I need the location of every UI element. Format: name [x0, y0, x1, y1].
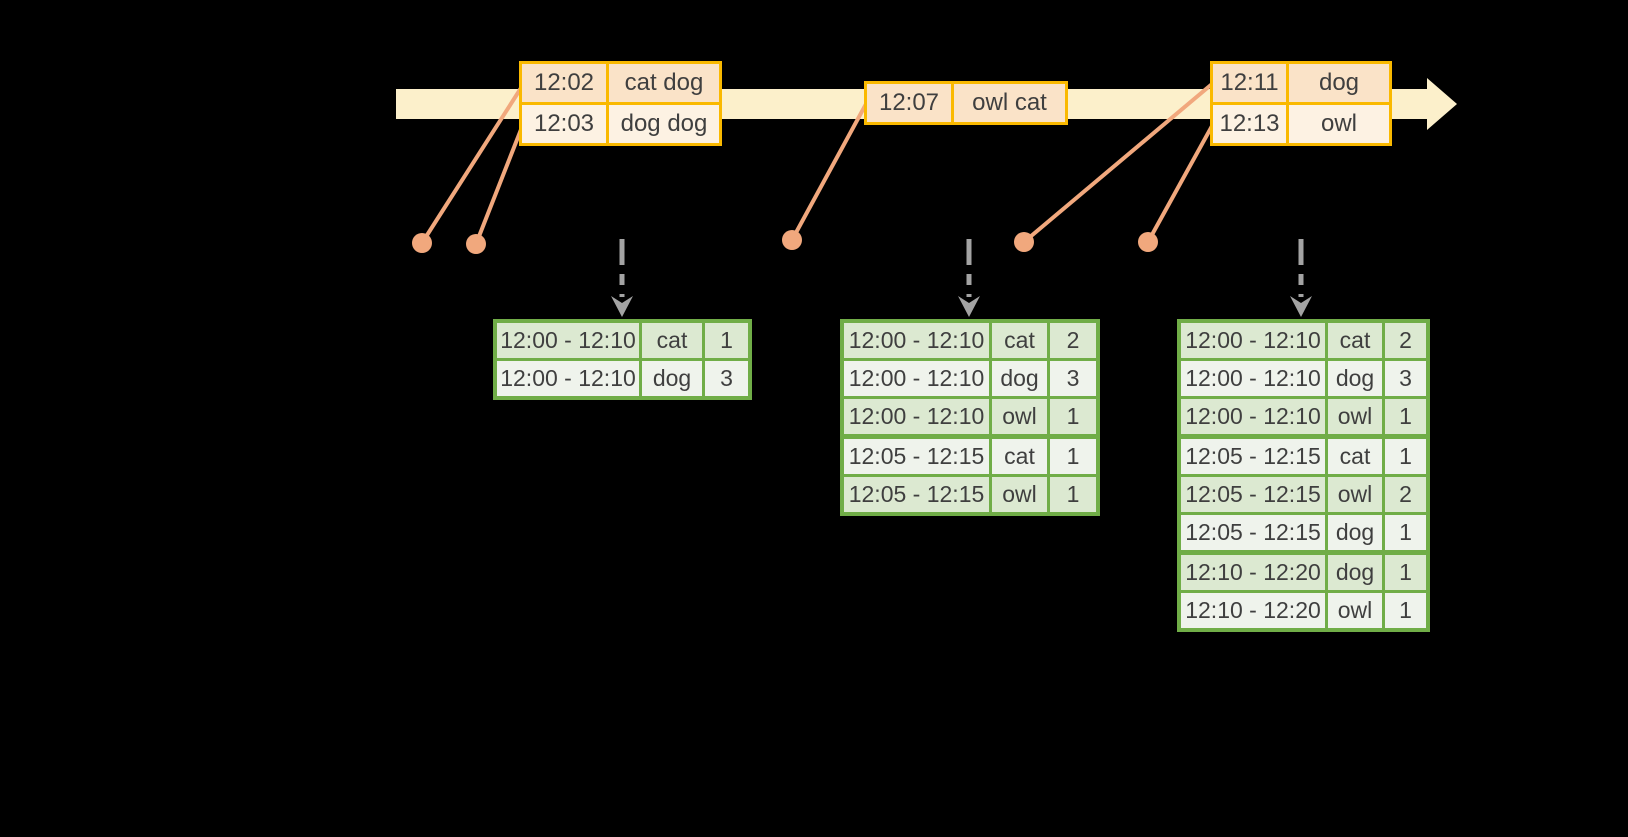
event-table-1: 12:02 cat dog 12:03 dog dog — [519, 61, 722, 146]
time-cell: 12:11 — [1220, 69, 1279, 96]
word-cell: cat — [989, 323, 1047, 358]
word-cell: cat — [639, 323, 702, 358]
window-cell: 12:00 - 12:10 — [500, 365, 636, 391]
word-cell: dog — [989, 361, 1047, 396]
event-connector-line — [420, 86, 523, 245]
words-cell: owl — [1286, 105, 1389, 143]
count-cell: 1 — [1382, 399, 1426, 434]
timeline-arrowhead-icon — [1427, 78, 1457, 130]
word-cell: owl — [1325, 593, 1382, 628]
word-cell: dog — [1325, 515, 1382, 550]
word-cell: owl — [989, 399, 1047, 434]
word-cell: dog — [1325, 555, 1382, 590]
count-cell: 1 — [1382, 515, 1426, 550]
window-cell: 12:05 - 12:15 — [1185, 481, 1321, 507]
down-arrowhead-icon — [958, 296, 980, 317]
event-dot — [1014, 232, 1034, 252]
time-cell: 12:02 — [533, 69, 595, 96]
time-cell: 12:07 — [878, 89, 940, 116]
window-cell: 12:05 - 12:15 — [1185, 443, 1321, 469]
count-cell: 1 — [1382, 593, 1426, 628]
count-cell: 1 — [1047, 477, 1096, 512]
word-cell: owl — [1325, 399, 1382, 434]
count-cell: 2 — [1382, 323, 1426, 358]
window-cell: 12:10 - 12:20 — [1185, 559, 1321, 585]
window-cell: 12:00 - 12:10 — [848, 403, 985, 429]
count-cell: 2 — [1047, 323, 1096, 358]
words-cell: dog dog — [606, 105, 719, 143]
word-cell: cat — [989, 439, 1047, 474]
table-row: 12:02 cat dog — [522, 64, 719, 102]
word-cell: cat — [1325, 439, 1382, 474]
window-cell: 12:10 - 12:20 — [1185, 597, 1321, 623]
table-row: 12:03 dog dog — [522, 102, 719, 143]
count-cell: 3 — [702, 361, 748, 396]
time-cell: 12:03 — [533, 110, 595, 137]
count-cell: 2 — [1382, 477, 1426, 512]
event-connector-line — [790, 103, 868, 241]
event-dot — [466, 234, 486, 254]
word-cell: dog — [639, 361, 702, 396]
word-cell: owl — [1325, 477, 1382, 512]
event-connector-line — [1022, 82, 1214, 244]
word-cell: owl — [989, 477, 1047, 512]
count-cell: 3 — [1382, 361, 1426, 396]
window-cell: 12:00 - 12:10 — [848, 365, 985, 391]
table-row: 12:11 dog — [1213, 64, 1389, 102]
down-arrowhead-icon — [611, 296, 633, 317]
count-cell: 1 — [702, 323, 748, 358]
table-row: 12:07 owl cat — [867, 84, 1065, 122]
event-table-2: 12:07 owl cat — [864, 81, 1068, 125]
time-cell: 12:13 — [1219, 110, 1280, 137]
down-arrowhead-icon — [1290, 296, 1312, 317]
window-cell: 12:05 - 12:15 — [848, 443, 985, 469]
word-cell: cat — [1325, 323, 1382, 358]
window-cell: 12:00 - 12:10 — [1185, 403, 1321, 429]
words-cell: owl cat — [951, 84, 1065, 122]
count-cell: 1 — [1047, 439, 1096, 474]
event-dot — [782, 230, 802, 250]
event-connector-line — [474, 126, 524, 245]
window-cell: 12:05 - 12:15 — [848, 481, 985, 507]
word-cell: dog — [1325, 361, 1382, 396]
window-cell: 12:00 - 12:10 — [1185, 327, 1321, 353]
window-cell: 12:00 - 12:10 — [848, 327, 985, 353]
event-dot — [1138, 232, 1158, 252]
event-connector-line — [1146, 125, 1214, 243]
window-cell: 12:05 - 12:15 — [1185, 519, 1321, 545]
event-dot — [412, 233, 432, 253]
count-cell: 3 — [1047, 361, 1096, 396]
count-cell: 1 — [1382, 439, 1426, 474]
words-cell: cat dog — [606, 64, 719, 102]
count-cell: 1 — [1382, 555, 1426, 590]
count-cell: 1 — [1047, 399, 1096, 434]
window-cell: 12:00 - 12:10 — [500, 327, 636, 353]
window-cell: 12:00 - 12:10 — [1185, 365, 1321, 391]
words-cell: dog — [1286, 64, 1389, 102]
